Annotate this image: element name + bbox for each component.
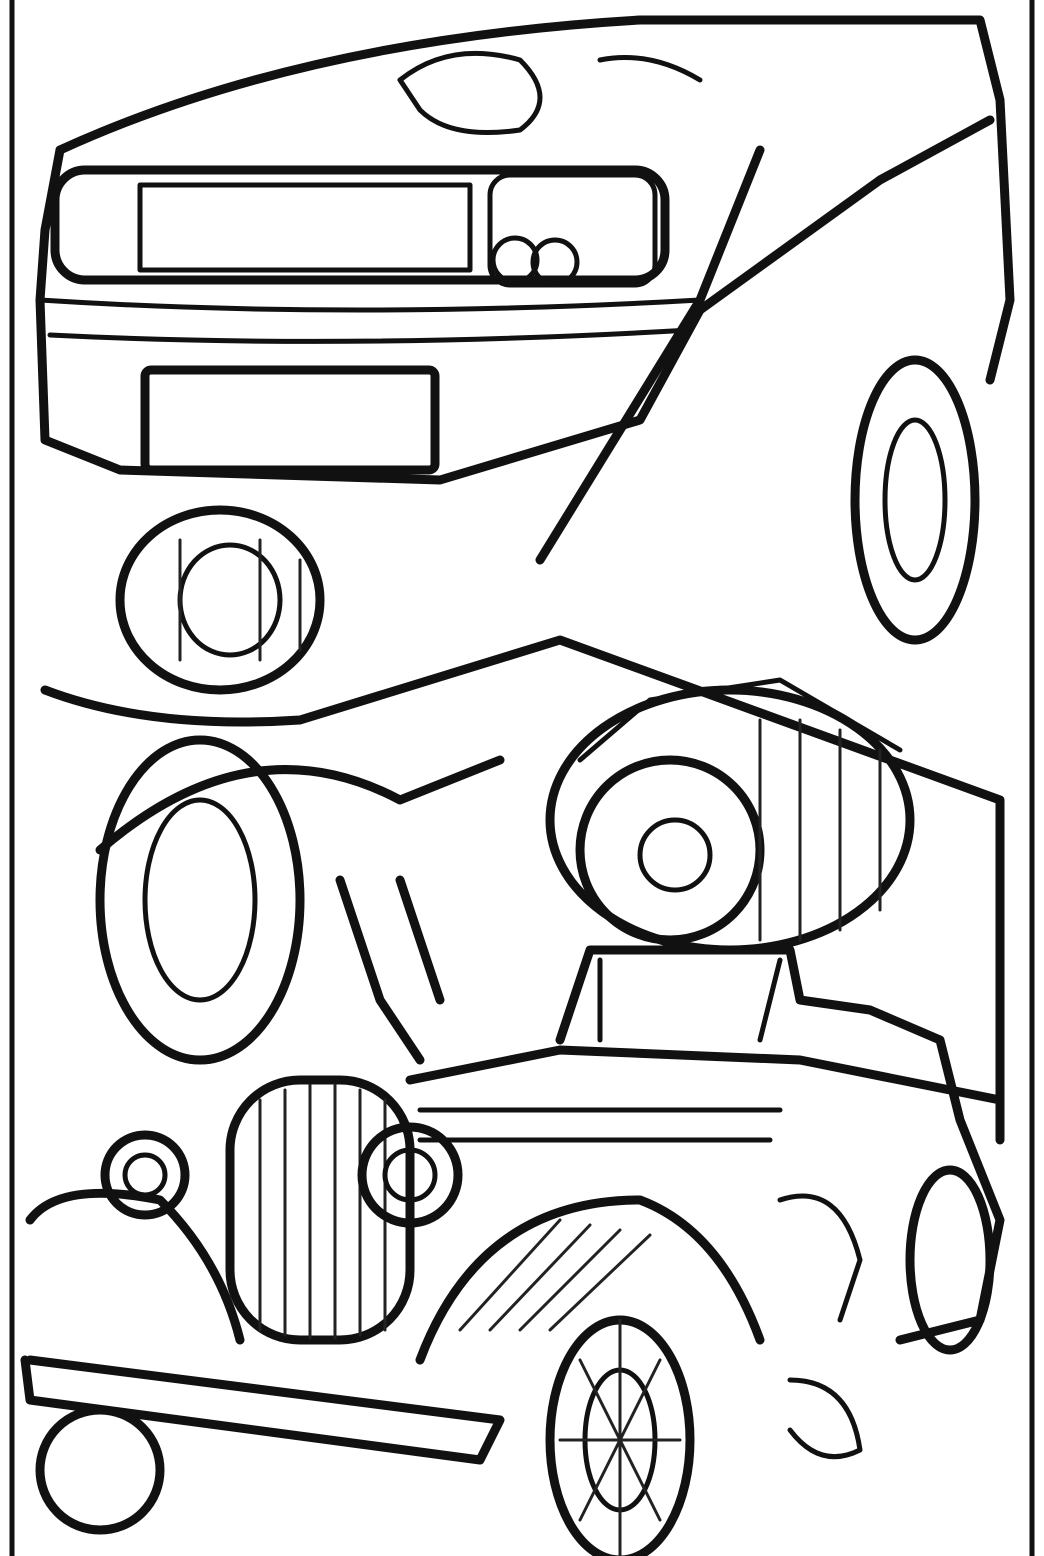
page-border	[9, 0, 1035, 1556]
vintage-car-drawing	[20, 945, 1005, 1556]
modern-car-drawing	[35, 15, 1015, 645]
